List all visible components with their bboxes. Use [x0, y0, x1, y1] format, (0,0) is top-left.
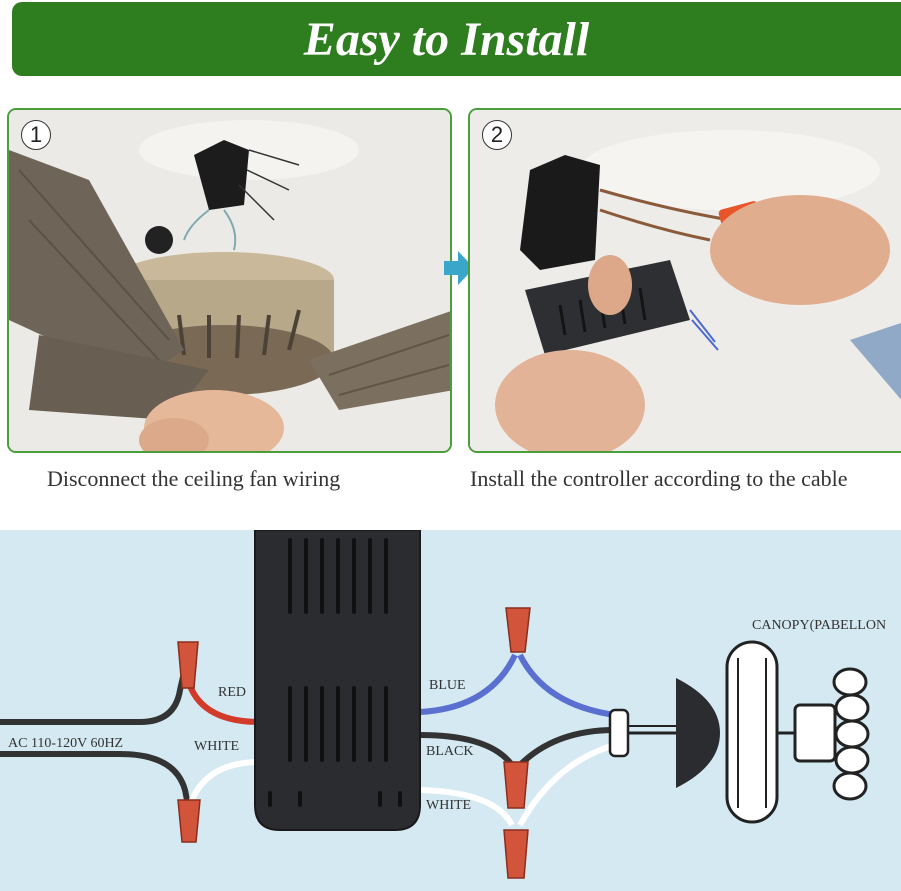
wire-ac-black: [0, 667, 188, 725]
wire-blue-fan: [517, 653, 616, 718]
step-2-badge: 2: [482, 120, 512, 150]
ceiling-mount-knobs: [832, 667, 870, 801]
white-wire-left-label: WHITE: [194, 739, 240, 754]
wire-white-controller: [419, 787, 515, 827]
header-banner: Easy to Install: [12, 2, 901, 76]
red-wire-label: RED: [218, 685, 246, 700]
wire-nut-white-left: [177, 799, 201, 843]
mount-bracket: [676, 678, 720, 788]
arrow-right-icon: [444, 251, 474, 285]
wiring-diagram-drawing: [0, 530, 870, 879]
page-title: Easy to Install: [303, 12, 590, 66]
wire-white-left: [187, 759, 261, 807]
wiring-diagram: AC 110-120V 60HZ RED WHITE BLUE BLACK WH…: [0, 530, 901, 891]
ceiling-fan-illustration: [9, 110, 450, 451]
step-1-caption: Disconnect the ceiling fan wiring: [47, 466, 341, 491]
wire-black-fan: [517, 727, 616, 768]
wire-nut-blue: [505, 607, 531, 653]
wire-nut-red: [177, 641, 199, 689]
wire-blue-controller: [419, 653, 518, 715]
wire-nut-black: [503, 761, 529, 809]
wire-nut-white-right: [503, 829, 529, 879]
canopy: [725, 640, 779, 824]
step-2-photo: 2: [468, 108, 901, 453]
wire-black-controller: [419, 732, 515, 767]
wire-ac-neutral: [0, 751, 191, 806]
ac-power-label: AC 110-120V 60HZ: [8, 736, 124, 751]
controller-box: [254, 530, 421, 831]
ceiling-box: [793, 703, 837, 763]
wire-white-fan: [517, 742, 616, 827]
step-1-badge: 1: [21, 120, 51, 150]
canopy-label: CANOPY(PABELLON: [752, 618, 887, 633]
black-wire-label: BLACK: [426, 744, 474, 759]
step-2-caption: Install the controller according to the …: [470, 466, 848, 491]
step-1-photo: 1: [7, 108, 452, 453]
blue-wire-label: BLUE: [429, 678, 466, 693]
white-wire-right-label: WHITE: [426, 798, 472, 813]
controller-install-illustration: [470, 110, 901, 451]
downrod-clip: [608, 708, 630, 758]
